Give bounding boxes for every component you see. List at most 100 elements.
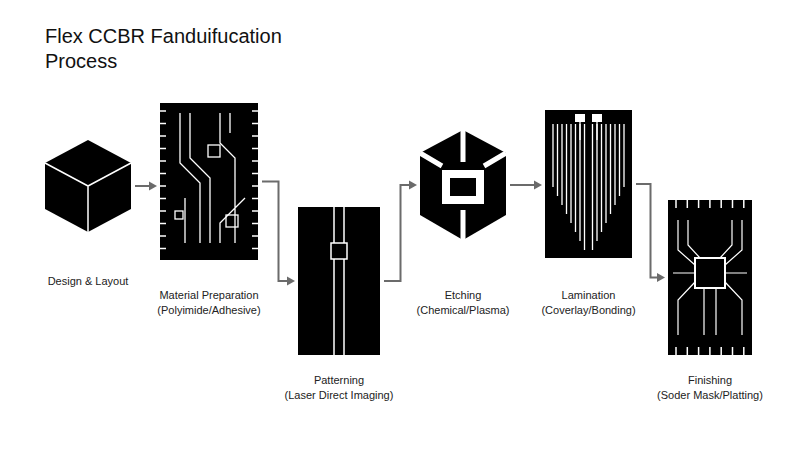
process-step: Etching(Chemical/Plasma) — [420, 130, 506, 240]
step-caption: Design & Layout — [48, 274, 129, 289]
step-caption: Finishing(Soder Mask/Platting) — [657, 373, 763, 403]
step-name: Etching — [417, 288, 510, 303]
icon-detail — [160, 210, 166, 212]
icon-detail — [252, 173, 258, 175]
step-caption: Etching(Chemical/Plasma) — [417, 288, 510, 318]
cube-icon — [45, 140, 131, 232]
icon-detail — [545, 110, 632, 258]
flow-arrow — [636, 184, 665, 282]
connector-line — [636, 184, 658, 278]
arrow-head — [409, 181, 417, 190]
icon-detail — [580, 124, 597, 241]
icon-detail — [226, 215, 238, 227]
connector-line — [135, 185, 150, 187]
arrow-head — [149, 182, 157, 191]
step-name: Design & Layout — [48, 274, 129, 289]
icon-detail — [571, 124, 606, 223]
icon-detail — [208, 145, 220, 157]
etch-icon — [420, 130, 506, 240]
step-detail: (Chemical/Plasma) — [417, 303, 510, 318]
step-name: Lamination — [541, 288, 635, 303]
icon-detail — [450, 178, 476, 196]
icon-detail — [668, 200, 752, 355]
step-caption: Lamination(Coverlay/Bonding) — [541, 288, 635, 318]
icon-detail — [695, 258, 725, 288]
arrow-head — [657, 273, 665, 282]
icon-detail — [743, 200, 745, 208]
pattern-icon — [298, 207, 380, 355]
board-icon — [160, 103, 258, 260]
icon-detail — [252, 135, 258, 137]
flow-arrow — [262, 182, 295, 286]
icon-detail — [160, 248, 166, 250]
process-step: Lamination(Coverlay/Bonding) — [545, 110, 632, 258]
step-name: Patterning — [285, 373, 394, 388]
process-step: Design & Layout — [45, 140, 131, 232]
icon-detail — [675, 347, 677, 355]
icon-detail — [252, 185, 258, 187]
arrow-head — [287, 277, 295, 286]
arrow-head — [534, 181, 542, 190]
icon-detail — [252, 248, 258, 250]
icon-detail — [720, 200, 722, 208]
step-detail: (Polyimide/Adhesive) — [157, 303, 260, 318]
icon-detail — [334, 207, 344, 355]
icon-detail — [252, 210, 258, 212]
icon-detail — [160, 148, 166, 150]
icon-detail — [576, 124, 602, 232]
icon-detail — [252, 235, 258, 237]
icon-detail — [175, 211, 183, 219]
icon-detail — [298, 207, 380, 355]
icon-detail — [553, 122, 624, 250]
process-step: Material Preparation(Polyimide/Adhesive) — [160, 103, 258, 260]
icon-detail — [558, 124, 620, 196]
icon-detail — [687, 200, 689, 208]
icon-detail — [160, 198, 166, 200]
icon-detail — [160, 223, 166, 225]
icon-detail — [709, 200, 711, 208]
lamination-icon — [545, 110, 632, 258]
step-name: Material Preparation — [157, 288, 260, 303]
flow-arrow — [135, 182, 157, 191]
icon-detail — [580, 122, 597, 140]
icon-detail — [252, 198, 258, 200]
icon-detail — [732, 347, 734, 355]
flow-arrow — [510, 181, 542, 190]
icon-detail — [160, 160, 166, 162]
icon-detail — [331, 243, 347, 259]
icon-detail — [673, 220, 747, 335]
icon-detail — [567, 124, 611, 214]
icon-detail — [45, 140, 131, 232]
icon-detail — [585, 124, 593, 250]
icon-detail — [160, 185, 166, 187]
icon-detail — [709, 347, 711, 355]
process-step: Finishing(Soder Mask/Platting) — [668, 200, 752, 355]
icon-detail — [592, 114, 602, 122]
icon-detail — [160, 103, 258, 260]
icon-detail — [45, 163, 131, 232]
step-caption: Material Preparation(Polyimide/Adhesive) — [157, 288, 260, 318]
icon-detail — [553, 124, 624, 187]
finish-icon — [668, 200, 752, 355]
icon-detail — [743, 347, 745, 355]
step-name: Finishing — [657, 373, 763, 388]
icon-detail — [732, 200, 734, 208]
icon-detail — [442, 170, 484, 204]
diagram-title: Flex CCBR Fanduifucation Process — [45, 24, 295, 74]
icon-detail — [180, 113, 245, 243]
connector-line — [384, 185, 410, 281]
icon-detail — [687, 347, 689, 355]
connector-line — [262, 182, 288, 282]
icon-detail — [160, 135, 166, 137]
step-detail: (Soder Mask/Platting) — [657, 388, 763, 403]
flow-arrow — [384, 181, 417, 282]
icon-detail — [675, 200, 677, 208]
icon-detail — [575, 114, 585, 122]
icon-detail — [698, 347, 700, 355]
connector-line — [510, 184, 535, 186]
icon-detail — [160, 110, 166, 112]
icon-detail — [252, 160, 258, 162]
process-step: Patterning(Laser Direct Imaging) — [298, 207, 380, 355]
icon-detail — [420, 130, 506, 240]
